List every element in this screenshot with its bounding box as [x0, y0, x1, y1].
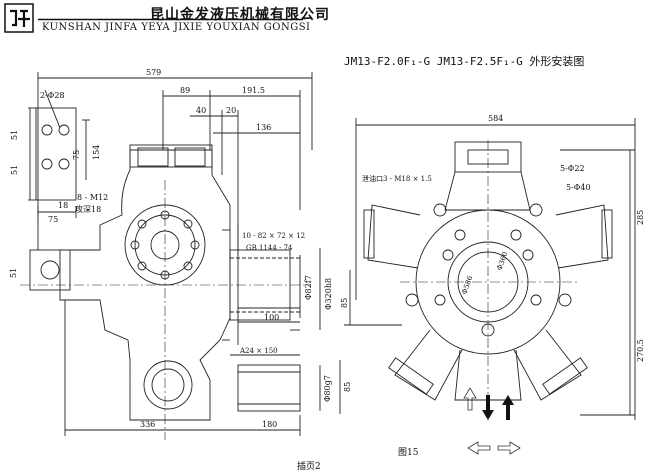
dim-75b: 75 — [48, 215, 58, 224]
drawing-title: JM13-F2.0F₁-G JM13-F2.5F₁-G 外形安装图 — [344, 55, 585, 68]
figure-label: 图15 — [398, 448, 419, 458]
dim-51c: 51 — [9, 268, 18, 278]
dim-5-holes-22: 5-Φ22 — [560, 164, 585, 173]
dim-18: 18 — [58, 201, 68, 210]
dim-shaft2-dia: Φ80g7 — [323, 375, 332, 402]
drain-port: 泄油口3 - M18 × 1.5 — [362, 174, 432, 183]
dim-20: 20 — [226, 106, 236, 115]
motor-body-side — [59, 149, 231, 421]
dim-336: 336 — [140, 420, 155, 429]
company-logo — [4, 3, 34, 33]
dim-thread: 8 - M12 — [77, 193, 108, 202]
company-name-en: KUNSHAN JINFA YEYA JIXIE YOUXIAN GONGSI — [42, 22, 311, 33]
dim-51b: 51 — [10, 165, 19, 175]
key-spec: A24 × 150 — [239, 347, 278, 355]
dim-285: 285 — [636, 210, 645, 225]
dim-5-holes-40: 5-Φ40 — [566, 183, 591, 192]
dim-586: Φ586 — [460, 274, 474, 295]
dim-thread-depth: 攻深18 — [75, 204, 101, 214]
side-port — [29, 249, 71, 291]
bottom-port — [143, 360, 193, 410]
header-rule — [38, 18, 303, 21]
spline-spec: 10 - 82 × 72 × 12 — [242, 232, 305, 240]
dim-191-5: 191.5 — [242, 86, 265, 95]
flange-bolts — [405, 203, 572, 337]
page-label: 插页2 — [297, 462, 321, 472]
key-detail — [237, 364, 301, 412]
dim-579: 579 — [146, 68, 161, 77]
spline-std: GB 1144 - 74 — [246, 244, 293, 252]
dim-584: 584 — [488, 114, 503, 123]
dim-75: 75 — [72, 150, 81, 160]
dim-154: 154 — [92, 145, 101, 160]
dim-shaft-dia: Φ82f7 — [304, 275, 313, 300]
dim-flange-dia: Φ320h8 — [324, 278, 333, 310]
dim-136: 136 — [256, 123, 271, 132]
dim-89: 89 — [180, 86, 190, 95]
top-valve-block — [454, 141, 522, 173]
dim-40: 40 — [196, 106, 206, 115]
dim-100: 100 — [264, 313, 279, 322]
dim-180: 180 — [262, 420, 277, 429]
dim-270-5: 270.5 — [636, 339, 645, 362]
dim-51a: 51 — [10, 130, 19, 140]
dim-85: 85 — [340, 298, 349, 308]
mount-plate — [35, 107, 77, 201]
dim-85b: 85 — [343, 382, 352, 392]
dim-2-holes: 2-Φ28 — [40, 91, 65, 100]
valve-block — [129, 144, 213, 168]
flow-arrows — [463, 387, 521, 455]
